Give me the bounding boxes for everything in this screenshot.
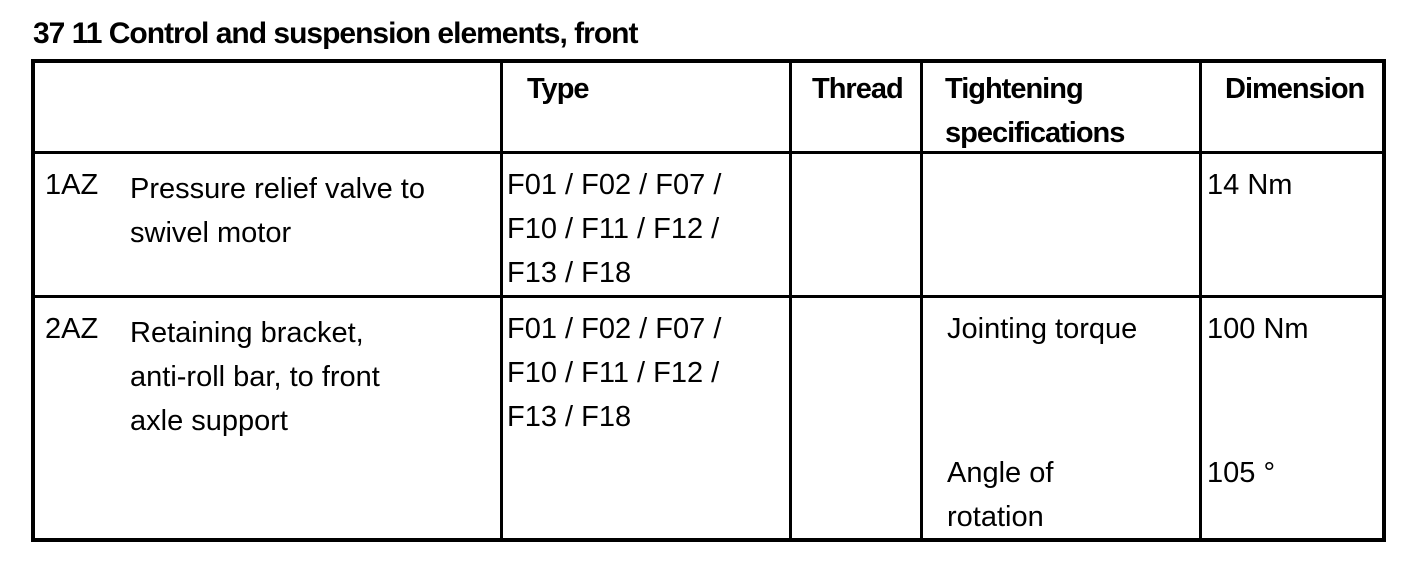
- row-1-type: F01 / F02 / F07 / F10 / F11 / F12 / F13 …: [507, 169, 722, 289]
- row-2-spec-1-label: Jointing torque: [947, 313, 1138, 345]
- row-1-code: 1AZ: [45, 169, 99, 201]
- row-2-spec-2-value: 105 °: [1207, 457, 1276, 489]
- column-divider: [920, 63, 923, 538]
- row-2-spec-1-value: 100 Nm: [1207, 313, 1309, 345]
- row-2-spec-2-label: Angle of rotation: [947, 457, 1054, 533]
- row-2-code: 2AZ: [45, 313, 99, 345]
- column-divider: [500, 63, 503, 538]
- page-title: 37 11 Control and suspension elements, f…: [33, 17, 638, 50]
- row-1-spec-value: 14 Nm: [1207, 169, 1293, 201]
- header-tightening-specifications: Tightening specifications: [945, 73, 1125, 149]
- header-thread: Thread: [812, 73, 904, 105]
- spec-table: Type Thread Tightening specifications Di…: [31, 59, 1386, 542]
- column-divider: [789, 63, 792, 538]
- row-divider: [35, 151, 1382, 154]
- row-2-description: Retaining bracket, anti-roll bar, to fro…: [130, 317, 380, 437]
- column-divider: [1199, 63, 1202, 538]
- row-divider: [35, 295, 1382, 298]
- header-type: Type: [527, 73, 590, 105]
- header-dimension: Dimension: [1225, 73, 1365, 105]
- row-1-description: Pressure relief valve to swivel motor: [130, 173, 425, 249]
- row-2-type: F01 / F02 / F07 / F10 / F11 / F12 / F13 …: [507, 313, 722, 433]
